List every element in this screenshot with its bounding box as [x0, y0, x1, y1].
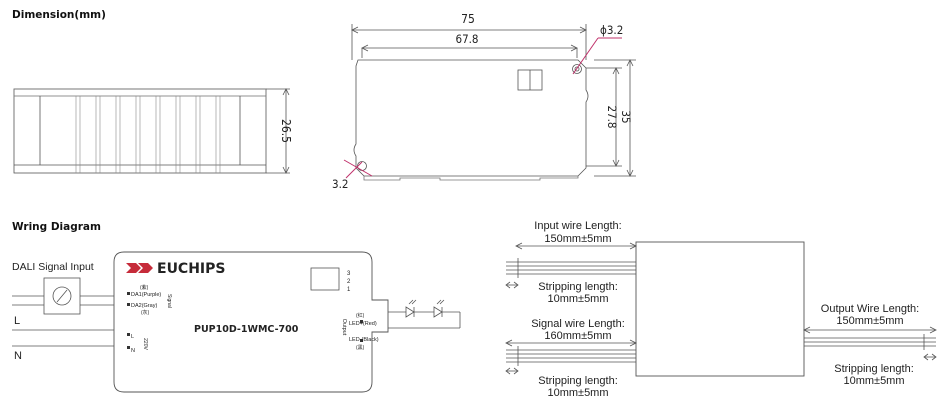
strip1-title: Stripping length:	[538, 281, 618, 293]
led-string	[388, 311, 461, 329]
hole-vspacing-label: 27.8	[605, 105, 619, 128]
wiring-heading: Wring Diagram	[12, 221, 101, 233]
top-view-drawing	[351, 24, 636, 181]
input-wires	[505, 242, 637, 289]
terminal-output: Output	[341, 319, 347, 336]
strip2-title: Stripping length:	[538, 375, 618, 387]
side-view-drawing	[13, 88, 290, 174]
terminal-da2: DA2(Gray)	[131, 303, 157, 309]
overall-height-label: 35	[619, 110, 633, 123]
terminal-signal: Signal	[166, 294, 172, 308]
driver-box	[635, 241, 805, 377]
output-length-title: Output Wire Length:	[821, 303, 919, 315]
terminal-ac-n: N	[131, 348, 135, 354]
strip3-value: 10mm±5mm	[843, 375, 904, 387]
overall-width-label: 75	[461, 12, 475, 26]
led-diode-icon	[433, 299, 445, 318]
input-length-value: 150mm±5mm	[544, 233, 611, 245]
neutral-label: N	[14, 350, 22, 362]
terminal-da1-cn: (紫)	[140, 285, 149, 291]
input-length-title: Input wire Length:	[534, 220, 621, 232]
hole-callouts	[343, 37, 622, 179]
euchips-logo-icon	[126, 263, 153, 273]
output-length-value: 150mm±5mm	[836, 315, 903, 327]
terminal-markers	[127, 292, 130, 349]
output-markers	[360, 320, 363, 342]
terminal-da2-cn: (灰)	[141, 309, 150, 316]
led-diode-icon	[405, 299, 417, 318]
strip2-value: 10mm±5mm	[547, 387, 608, 399]
brand-name: EUCHIPS	[157, 261, 225, 277]
line-label: L	[14, 315, 20, 327]
signal-length-value: 160mm±5mm	[544, 330, 611, 342]
signal-length-title: Signal wire Length:	[531, 318, 625, 330]
dip-number-3: 3	[347, 271, 351, 277]
dip-number-2: 2	[347, 279, 351, 285]
hole-diameter-label: ϕ3.2	[600, 23, 623, 37]
strip3-title: Stripping length:	[834, 363, 914, 375]
terminal-da1: DA1(Purple)	[131, 292, 161, 298]
terminal-vac: 220V	[142, 338, 148, 350]
dip-switch	[310, 267, 340, 291]
slot-width-label: 3.2	[332, 177, 348, 191]
terminal-led-plus-cn: (红)	[356, 312, 365, 319]
wiring-lines	[12, 277, 124, 347]
output-wires	[803, 326, 937, 361]
side-height-label: 26.5	[279, 119, 293, 143]
terminal-led-minus-cn: (黑)	[356, 345, 365, 351]
dali-input-label: DALI Signal Input	[12, 261, 94, 273]
terminal-led-plus: LED+(Red)	[349, 321, 377, 327]
terminal-ac-l: L	[131, 334, 134, 340]
dimension-heading: Dimension(mm)	[12, 9, 106, 21]
strip1-value: 10mm±5mm	[547, 293, 608, 305]
model-name: PUP10D-1WMC-700	[194, 324, 299, 335]
terminal-led-minus: LED-(Black)	[349, 337, 379, 343]
dip-number-1: 1	[347, 287, 351, 293]
hole-spacing-label: 67.8	[455, 32, 478, 46]
signal-wires	[505, 339, 637, 375]
